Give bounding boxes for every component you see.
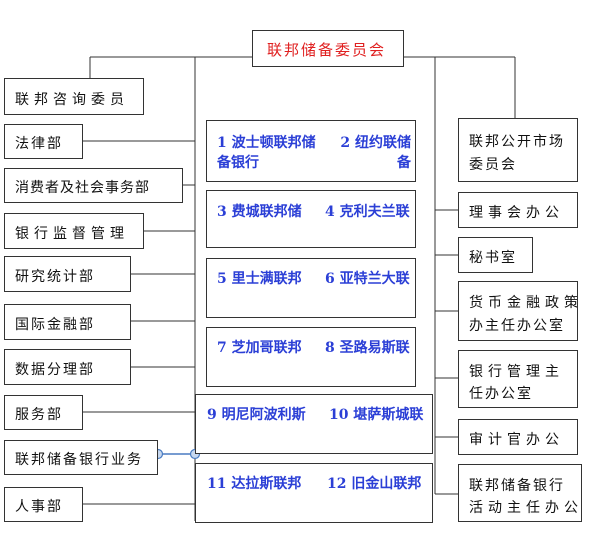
right-unit-3-label: 秘书室: [469, 250, 517, 266]
right-unit-1-line2: 委员会: [469, 157, 517, 173]
right-unit-4-line2: 办主任办公室: [469, 318, 565, 334]
fed-bank-8: 8 圣路易斯联: [325, 340, 410, 356]
right-unit-6-label: 审计官办公: [469, 432, 564, 448]
right-unit-1: 联邦公开市场 委员会: [458, 118, 578, 182]
fed-bank-9: 9 明尼阿波利斯: [207, 407, 306, 423]
left-unit-7: 数据分理部: [4, 349, 131, 385]
fed-bank-box-11-12: 11 达拉斯联邦 12 旧金山联邦: [195, 463, 433, 523]
right-unit-5: 银行管理主 任办公室: [458, 350, 578, 408]
left-unit-2-label: 法律部: [15, 136, 63, 152]
right-unit-1-line1: 联邦公开市场: [469, 134, 565, 150]
left-unit-6-label: 国际金融部: [15, 317, 95, 333]
left-unit-5-label: 研究统计部: [15, 269, 95, 285]
left-unit-3-label: 消费者及社会事务部: [15, 180, 150, 196]
left-unit-8: 服务部: [4, 395, 83, 430]
right-unit-7: 联邦储备银行 活动主任办公: [458, 464, 582, 522]
fed-bank-10: 10 堪萨斯城联: [329, 407, 424, 423]
left-unit-1: 联邦咨询委员: [4, 78, 144, 115]
left-unit-8-label: 服务部: [15, 407, 63, 423]
right-unit-2: 理事会办公: [458, 192, 578, 228]
right-unit-5-line1: 银行管理主: [469, 364, 564, 380]
right-unit-7-line2: 活动主任办公: [469, 500, 582, 516]
left-unit-9-label: 联邦储备银行业务: [15, 452, 143, 468]
fed-bank-5: 5 里士满联邦: [217, 271, 302, 287]
fed-bank-3: 3 费城联邦储: [217, 204, 302, 220]
fed-bank-4: 4 克利夫兰联: [325, 204, 410, 220]
left-unit-4-label: 银行监督管理: [15, 226, 129, 242]
right-unit-2-label: 理事会办公: [469, 205, 564, 221]
left-unit-9: 联邦储备银行业务: [4, 440, 158, 475]
fed-bank-box-7-8: 7 芝加哥联邦 8 圣路易斯联: [206, 327, 416, 387]
left-unit-1-label: 联邦咨询委员: [15, 92, 129, 108]
right-unit-5-line2: 任办公室: [469, 386, 533, 402]
left-unit-10-label: 人事部: [15, 499, 63, 515]
fed-bank-11: 11 达拉斯联邦: [207, 476, 302, 492]
left-unit-3: 消费者及社会事务部: [4, 168, 183, 203]
fed-bank-2: 2 纽约联储备: [340, 135, 411, 171]
fed-bank-1: 1 波士顿联邦储备银行: [217, 135, 316, 171]
fed-bank-12: 12 旧金山联邦: [327, 476, 422, 492]
fed-bank-box-5-6: 5 里士满联邦 6 亚特兰大联: [206, 258, 416, 318]
left-unit-6: 国际金融部: [4, 304, 131, 340]
left-unit-5: 研究统计部: [4, 256, 131, 292]
left-unit-10: 人事部: [4, 487, 83, 522]
right-unit-7-line1: 联邦储备银行: [469, 478, 565, 494]
fed-bank-7: 7 芝加哥联邦: [217, 340, 302, 356]
fed-bank-box-1-2: 1 波士顿联邦储备银行 2 纽约联储备: [206, 120, 416, 182]
left-unit-7-label: 数据分理部: [15, 362, 95, 378]
fed-bank-box-3-4: 3 费城联邦储 4 克利夫兰联: [206, 190, 416, 248]
board-of-governors-box: 联邦储备委员会: [252, 30, 404, 67]
right-unit-6: 审计官办公: [458, 419, 578, 455]
fed-bank-box-9-10: 9 明尼阿波利斯 10 堪萨斯城联: [195, 394, 433, 454]
right-unit-3: 秘书室: [458, 237, 533, 273]
left-unit-2: 法律部: [4, 124, 83, 159]
right-unit-4-line1: 货币金融政策: [469, 295, 578, 311]
board-of-governors-title: 联邦储备委员会: [267, 41, 387, 59]
left-unit-4: 银行监督管理: [4, 213, 144, 249]
right-unit-4: 货币金融政策 办主任办公室: [458, 281, 578, 341]
fed-bank-6: 6 亚特兰大联: [325, 271, 410, 287]
